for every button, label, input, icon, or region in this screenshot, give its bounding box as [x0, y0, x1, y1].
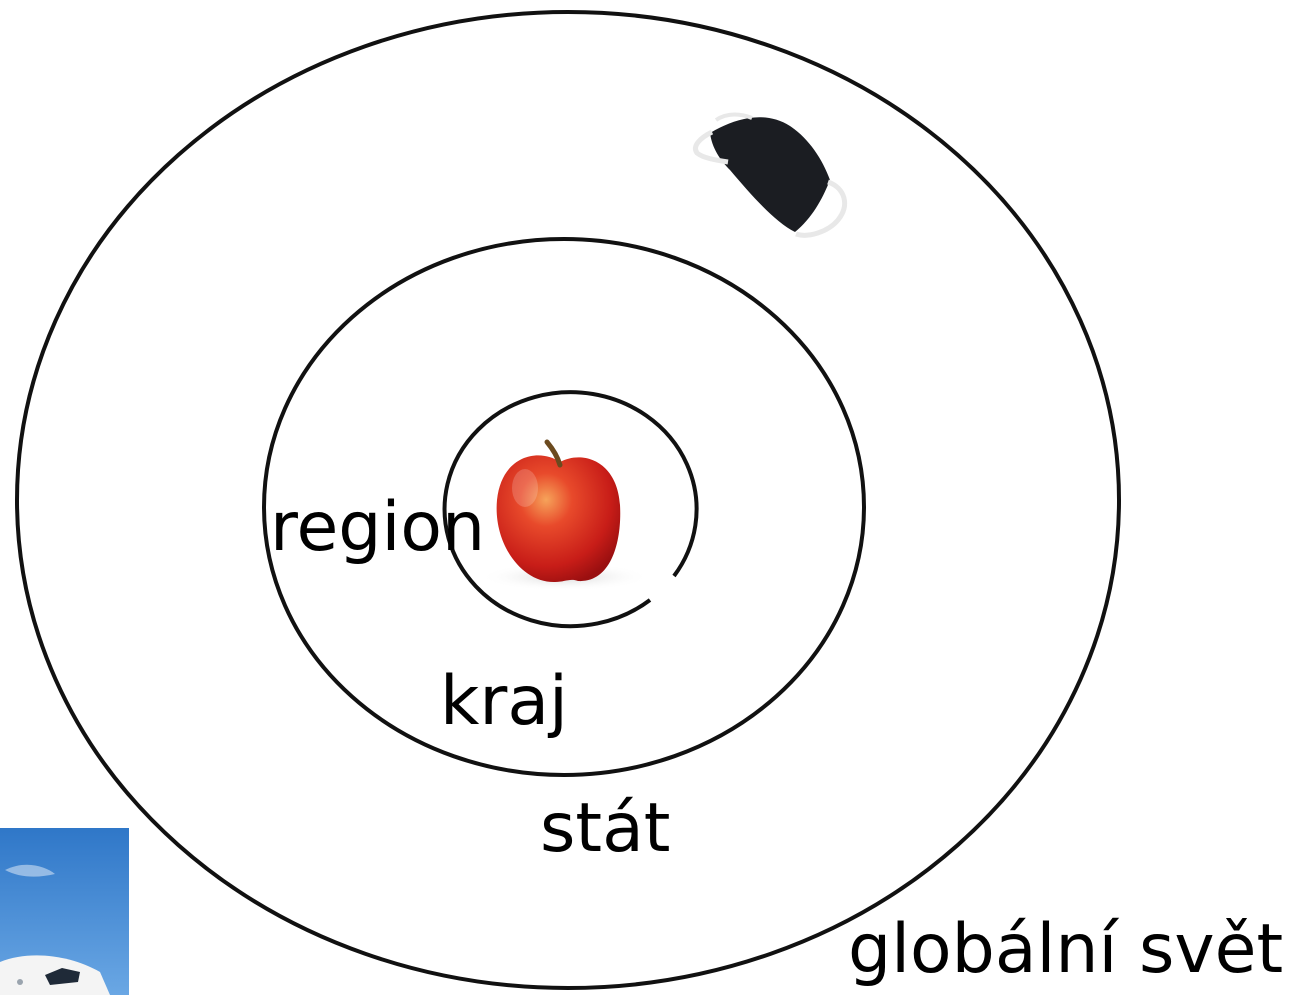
label-kraj: kraj [440, 668, 568, 736]
apple-image [480, 442, 650, 591]
label-stat: stát [540, 795, 670, 863]
airplane-photo [0, 828, 129, 995]
face-mask-image [695, 115, 844, 236]
label-global-world: globální svět [848, 916, 1283, 984]
label-region: region [270, 494, 485, 562]
